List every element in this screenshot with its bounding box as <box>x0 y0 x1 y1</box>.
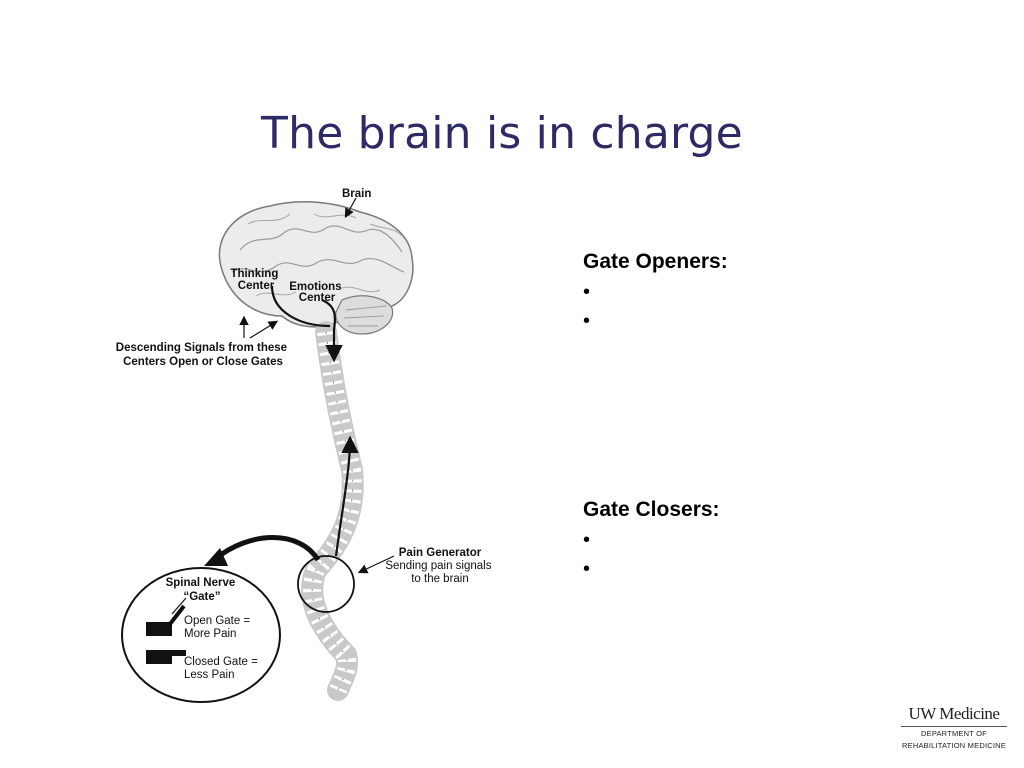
gate-opener-item <box>583 307 728 336</box>
closed-gate-label: Closed Gate = Less Pain <box>184 656 261 681</box>
logo-main-text: UW Medicine <box>901 704 1007 727</box>
gate-closer-item <box>583 555 720 584</box>
gate-closers-section: Gate Closers: <box>583 498 720 584</box>
open-gate-label: Open Gate = More Pain <box>184 615 253 640</box>
brain-label: Brain <box>342 188 371 200</box>
spinal-nerve-label: Spinal Nerve “Gate” <box>166 577 239 603</box>
gate-closer-item <box>583 526 720 555</box>
thinking-center-label: Thinking Center <box>230 268 281 292</box>
gate-openers-list <box>583 278 728 336</box>
gate-closers-list <box>583 526 720 584</box>
pain-generator-desc: Sending pain signals to the brain <box>385 560 494 585</box>
slide-title: The brain is in charge <box>261 108 743 159</box>
gate-openers-heading: Gate Openers: <box>583 250 728 273</box>
spine-illustration <box>301 321 364 701</box>
gate-openers-section: Gate Openers: <box>583 250 728 336</box>
spinal-nerve-gate-circle <box>121 567 281 703</box>
descending-signals-label: Descending Signals from these Centers Op… <box>116 342 290 368</box>
emotions-center-label: Emotions Center <box>289 281 345 304</box>
pain-generator-title: Pain Generator <box>399 547 482 559</box>
uw-medicine-logo: UW Medicine DEPARTMENT OF REHABILITATION… <box>901 704 1007 751</box>
gate-closers-heading: Gate Closers: <box>583 498 720 521</box>
brain-illustration <box>218 201 414 335</box>
logo-sub-line-2: REHABILITATION MEDICINE <box>902 741 1006 750</box>
gate-opener-item <box>583 278 728 307</box>
pain-generator-circle <box>297 555 355 613</box>
logo-sub-line-1: DEPARTMENT OF <box>921 729 987 738</box>
